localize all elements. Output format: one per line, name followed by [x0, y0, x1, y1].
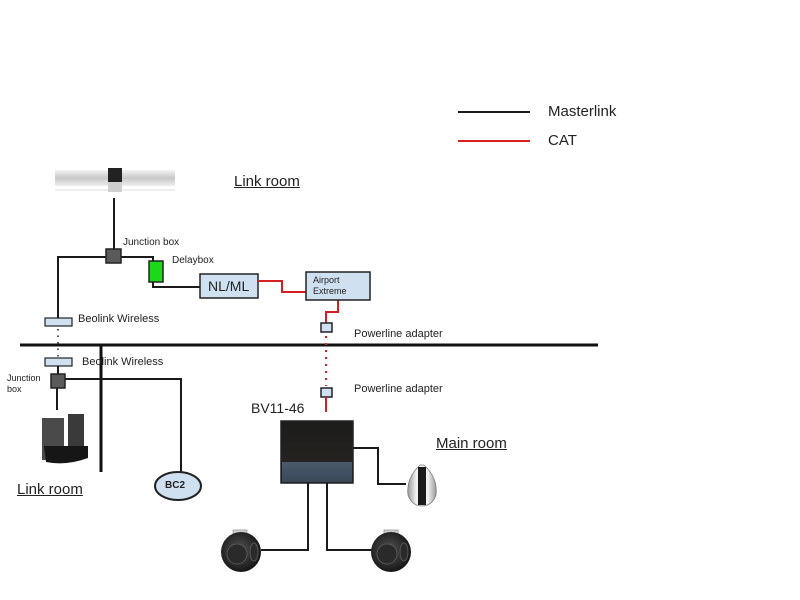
delaybox[interactable] — [148, 260, 164, 283]
tv-bv11-46[interactable] — [280, 420, 354, 484]
wire-tv-speaker-left — [261, 483, 309, 551]
beolink-wireless-top[interactable] — [44, 317, 73, 327]
wire-tv-center-speaker — [353, 447, 406, 485]
room-label-link-room-bottom: Link room — [17, 481, 83, 498]
room-label-link-room-top: Link room — [234, 173, 300, 190]
powerline-adapter-bottom-label: Powerline adapter — [354, 383, 443, 395]
legend-cat-label: CAT — [548, 132, 577, 149]
airport-extreme-label-line1: Airport — [313, 275, 340, 285]
beolink-wireless-bottom-label: Beolink Wireless — [82, 356, 164, 368]
nl-ml-label: NL/ML — [208, 278, 250, 294]
powerline-adapter-bottom[interactable] — [320, 387, 333, 398]
powerline-adapter-top-label: Powerline adapter — [354, 328, 443, 340]
junction-box-left-label-line1: Junction — [7, 373, 41, 383]
speaker-right — [371, 529, 411, 572]
center-speaker — [407, 464, 437, 507]
wire-junction-delaybox — [120, 256, 154, 262]
bc2-label: BC2 — [165, 480, 186, 491]
powerline-adapter-top[interactable] — [320, 322, 333, 333]
junction-box-top-label: Junction box — [123, 237, 180, 248]
junction-box-left-label-line2: box — [7, 384, 22, 394]
link-room-speaker — [42, 414, 88, 464]
legend-masterlink-label: Masterlink — [548, 103, 617, 120]
wire-delaybox-nlml — [152, 281, 200, 288]
airport-extreme[interactable] — [305, 271, 371, 301]
speaker-left — [221, 529, 261, 572]
wire-junction-bc2 — [64, 378, 182, 472]
beolink-wireless-bottom[interactable] — [44, 357, 73, 367]
cat-wire-airport-powerline — [325, 300, 339, 323]
wire-tv-speaker-right — [326, 483, 372, 551]
soundbar-speaker — [55, 168, 175, 192]
delaybox-label: Delaybox — [172, 255, 214, 266]
junction-box-left[interactable] — [50, 373, 66, 389]
tv-model-label: BV11-46 — [251, 400, 305, 416]
bc2-controller[interactable] — [154, 471, 202, 501]
wire-junction-beolink — [57, 256, 108, 318]
airport-extreme-label-line2: Extreme — [313, 286, 347, 296]
room-label-main-room: Main room — [436, 435, 507, 452]
nl-ml-converter[interactable] — [199, 273, 259, 299]
junction-box-top[interactable] — [105, 248, 122, 264]
cat-wire-nlml-airport — [258, 280, 306, 293]
beolink-wireless-top-label: Beolink Wireless — [78, 313, 160, 325]
